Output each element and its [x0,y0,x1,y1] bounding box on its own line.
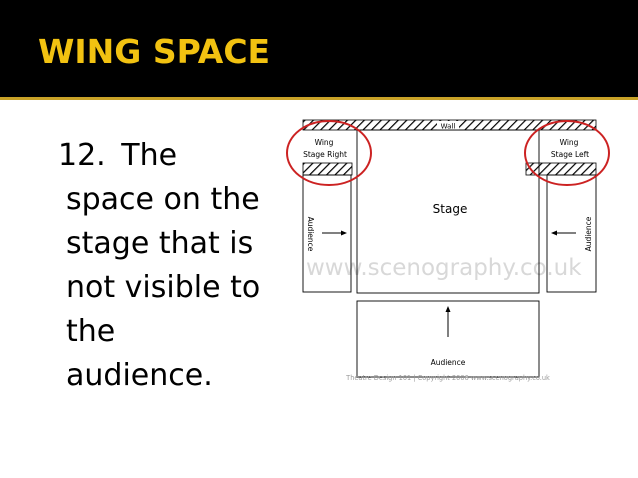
wing-left-subtitle: Stage Right [303,150,347,159]
wall-label-box [437,121,459,130]
watermark-text: www.scenography.co.uk [306,255,582,281]
audience-left-label: Audience [306,217,315,252]
highlight-circle-right [524,120,610,186]
title-bar [0,0,638,100]
slide-title: WING SPACE [38,32,271,71]
body-line: audience. [66,358,213,393]
audience-left-area [302,174,352,293]
audience-front-area [356,300,540,378]
item-number: 12. [58,138,106,173]
arrow-right-icon [322,230,347,236]
wing-right-title: Wing [560,138,579,147]
body-line: space on the [66,182,260,217]
body-first-word: The [121,138,178,173]
arrow-left-icon [551,230,576,236]
audience-right-label: Audience [584,216,593,251]
stage-area [356,129,540,294]
copyright-credit: Theatre Design 101 | Copyright 2006 www.… [345,374,550,382]
wing-left-title: Wing [315,138,334,147]
audience-right-area [546,174,597,293]
wing-flat-right [525,162,597,176]
arrow-up-icon [445,306,451,337]
stage-label: Stage [433,202,468,216]
wing-right-subtitle: Stage Left [551,150,589,159]
highlight-circle-left [286,120,372,186]
title-underline [0,97,638,100]
body-line: stage that is [66,226,254,261]
body-line: not visible to [66,270,261,305]
wall-label: Wall [441,123,456,131]
body-line: the [66,314,116,349]
wing-flat-left [302,162,353,176]
audience-front-label: Audience [431,358,466,367]
slide-body-text: 12. The space on the stage that is not v… [58,134,288,398]
